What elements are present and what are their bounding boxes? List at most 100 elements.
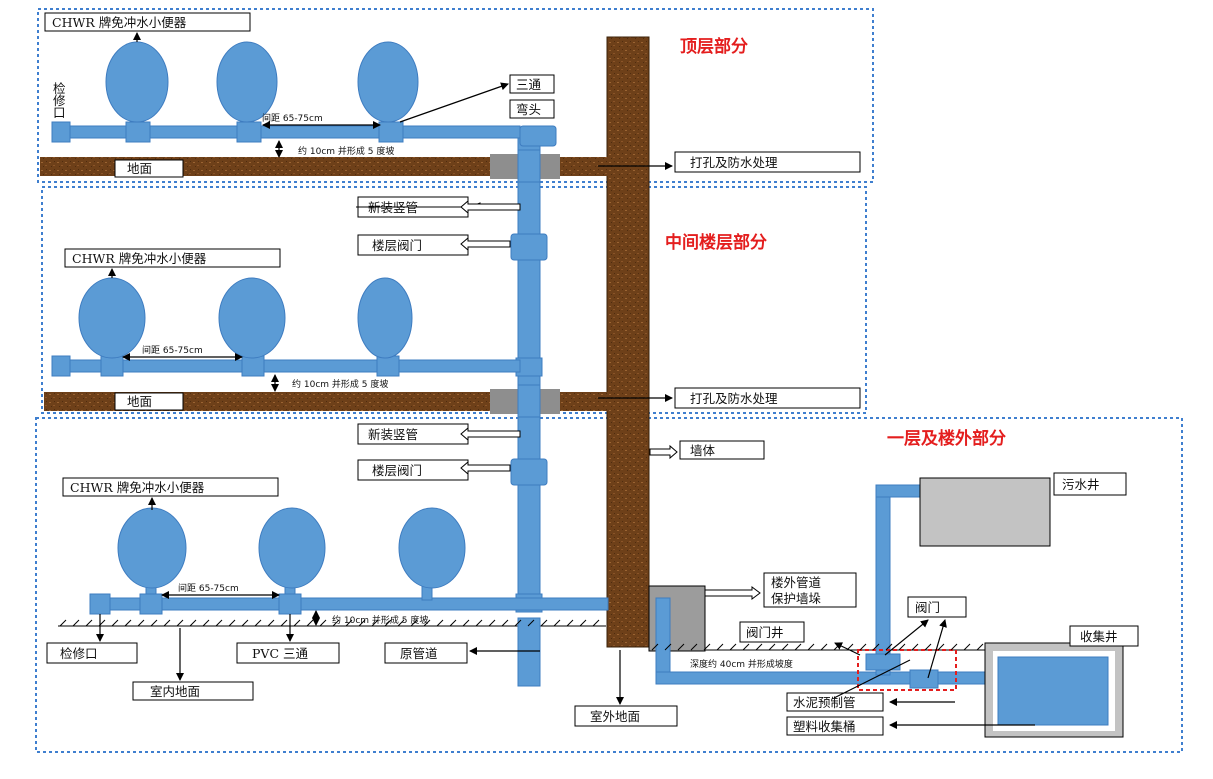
middle-urinals (78, 277, 413, 377)
ground-hatch-mark (449, 619, 457, 627)
ground-inspection-port (89, 593, 111, 615)
floor-valve-middle (510, 233, 548, 261)
ground-hatch-mark (111, 619, 119, 627)
ground-hatch-mark (306, 619, 314, 627)
ground-hatching (59, 619, 984, 651)
outdoor-ground-label: 室外地面 (590, 709, 640, 724)
ground-hatch-mark (527, 619, 535, 627)
plastic-bucket-label: 塑料收集桶 (793, 719, 856, 734)
ground-hatch-mark (384, 619, 392, 627)
floor-label-top: 地面 (127, 161, 152, 176)
ground-hatch-mark (189, 619, 197, 627)
slope-label-middle: 约 10cm 并形成 5 度坡 (292, 378, 388, 390)
ground-hatch-mark (976, 643, 984, 651)
ground-hatch-mark (833, 643, 841, 651)
ground-hatch-mark (163, 619, 171, 627)
middle-branch-pipe (67, 359, 521, 373)
ground-hatch-mark (703, 643, 711, 651)
ground-hatch-mark (924, 643, 932, 651)
spacing-label-ground: 间距 65-75cm (178, 582, 239, 594)
ground-hatch-mark (846, 643, 854, 651)
ground-hatch-mark (488, 619, 496, 627)
middle-section-frame (41, 186, 867, 414)
ground-hatch-mark (781, 643, 789, 651)
elbow-fitting (519, 125, 557, 147)
top-inspection-port (51, 121, 71, 143)
inspection-port-label-ground: 检修口 (60, 646, 98, 661)
ground-line (58, 625, 990, 651)
ground-hatch-mark (716, 643, 724, 651)
ground-hatch-mark (72, 619, 80, 627)
riser-through-middle (517, 384, 541, 418)
ground-hatch-mark (950, 643, 958, 651)
ground-hatch-mark (514, 619, 522, 627)
ground-hatch-mark (436, 619, 444, 627)
ground-hatch-mark (371, 619, 379, 627)
ground-hatch-mark (98, 619, 106, 627)
ground-hatch-mark (319, 619, 327, 627)
ground-hatch-mark (729, 643, 737, 651)
ground-hatch-mark (592, 619, 600, 627)
ground-hatch-mark (254, 619, 262, 627)
ground-hatch-mark (664, 643, 672, 651)
ground-hatch-mark (202, 619, 210, 627)
ground-hatch-mark (397, 619, 405, 627)
ground-hatch-mark (410, 619, 418, 627)
floor-label-middle: 地面 (127, 394, 152, 409)
ground-hatch-mark (963, 643, 971, 651)
ground-hatch-mark (898, 643, 906, 651)
ground-hatch-mark (755, 643, 763, 651)
ground-hatch-mark (59, 619, 67, 627)
ground-hatch-mark (794, 643, 802, 651)
pvc-tee-label: PVC 三通 (252, 646, 308, 661)
ground-urinals (117, 507, 466, 615)
ground-hatch-mark (820, 643, 828, 651)
ground-hatch-mark (280, 619, 288, 627)
wall-label: 墙体 (690, 443, 716, 458)
collection-well-label: 收集井 (1080, 629, 1118, 644)
top-urinals (105, 41, 419, 143)
urinal-label-ground: CHWR 牌免冲水小便器 (70, 480, 205, 495)
ground-hatch-mark (807, 643, 815, 651)
floor-valve-ground (510, 458, 548, 486)
sewage-well (919, 477, 1051, 547)
ground-hatch-mark (885, 643, 893, 651)
label-boxes (44, 12, 1139, 736)
ground-hatch-mark (345, 619, 353, 627)
middle-inspection-port (51, 355, 71, 377)
original-pipe-segment (517, 617, 541, 687)
ground-hatch-mark (241, 619, 249, 627)
spacing-label-top: 间距 65-75cm (262, 112, 323, 124)
ground-hatch-mark (124, 619, 132, 627)
middle-floor-slab (44, 392, 610, 411)
outdoor-pipe-guard-label: 楼外管道保护墙垛 (771, 575, 822, 606)
ground-hatch-mark (228, 619, 236, 627)
section-title-ground: 一层及楼外部分 (887, 428, 1006, 449)
ground-hatch-mark (690, 643, 698, 651)
waterproofing-label-top: 打孔及防水处理 (690, 155, 778, 170)
ground-hatch-mark (911, 643, 919, 651)
urinal-label-middle: CHWR 牌免冲水小便器 (72, 251, 207, 266)
arrows (96, 32, 1035, 729)
sewage-riser-pipe (875, 484, 891, 676)
valve-label: 阀门 (915, 600, 940, 615)
waterproofing-label-middle: 打孔及防水处理 (690, 391, 778, 406)
original-pipe-label: 原管道 (400, 646, 438, 661)
ground-hatch-mark (423, 619, 431, 627)
ground-hatch-mark (85, 619, 93, 627)
ground-hatch-mark (475, 619, 483, 627)
floor-valve-label-ground: 楼层阀门 (372, 463, 422, 478)
ground-hatch-mark (215, 619, 223, 627)
ground-hatch-mark (176, 619, 184, 627)
new-riser-label-ground: 新装竖管 (368, 427, 418, 442)
depth-note-label: 深度约 40cm 并形成坡度 (690, 658, 793, 670)
wall (606, 36, 650, 648)
ground-hatch-mark (501, 619, 509, 627)
ground-hatch-mark (872, 643, 880, 651)
ground-branch-pipe (107, 597, 609, 611)
ground-hatch-mark (579, 619, 587, 627)
ground-hatch-mark (859, 643, 867, 651)
riser-through-top (517, 149, 541, 183)
ground-hatch-mark (742, 643, 750, 651)
